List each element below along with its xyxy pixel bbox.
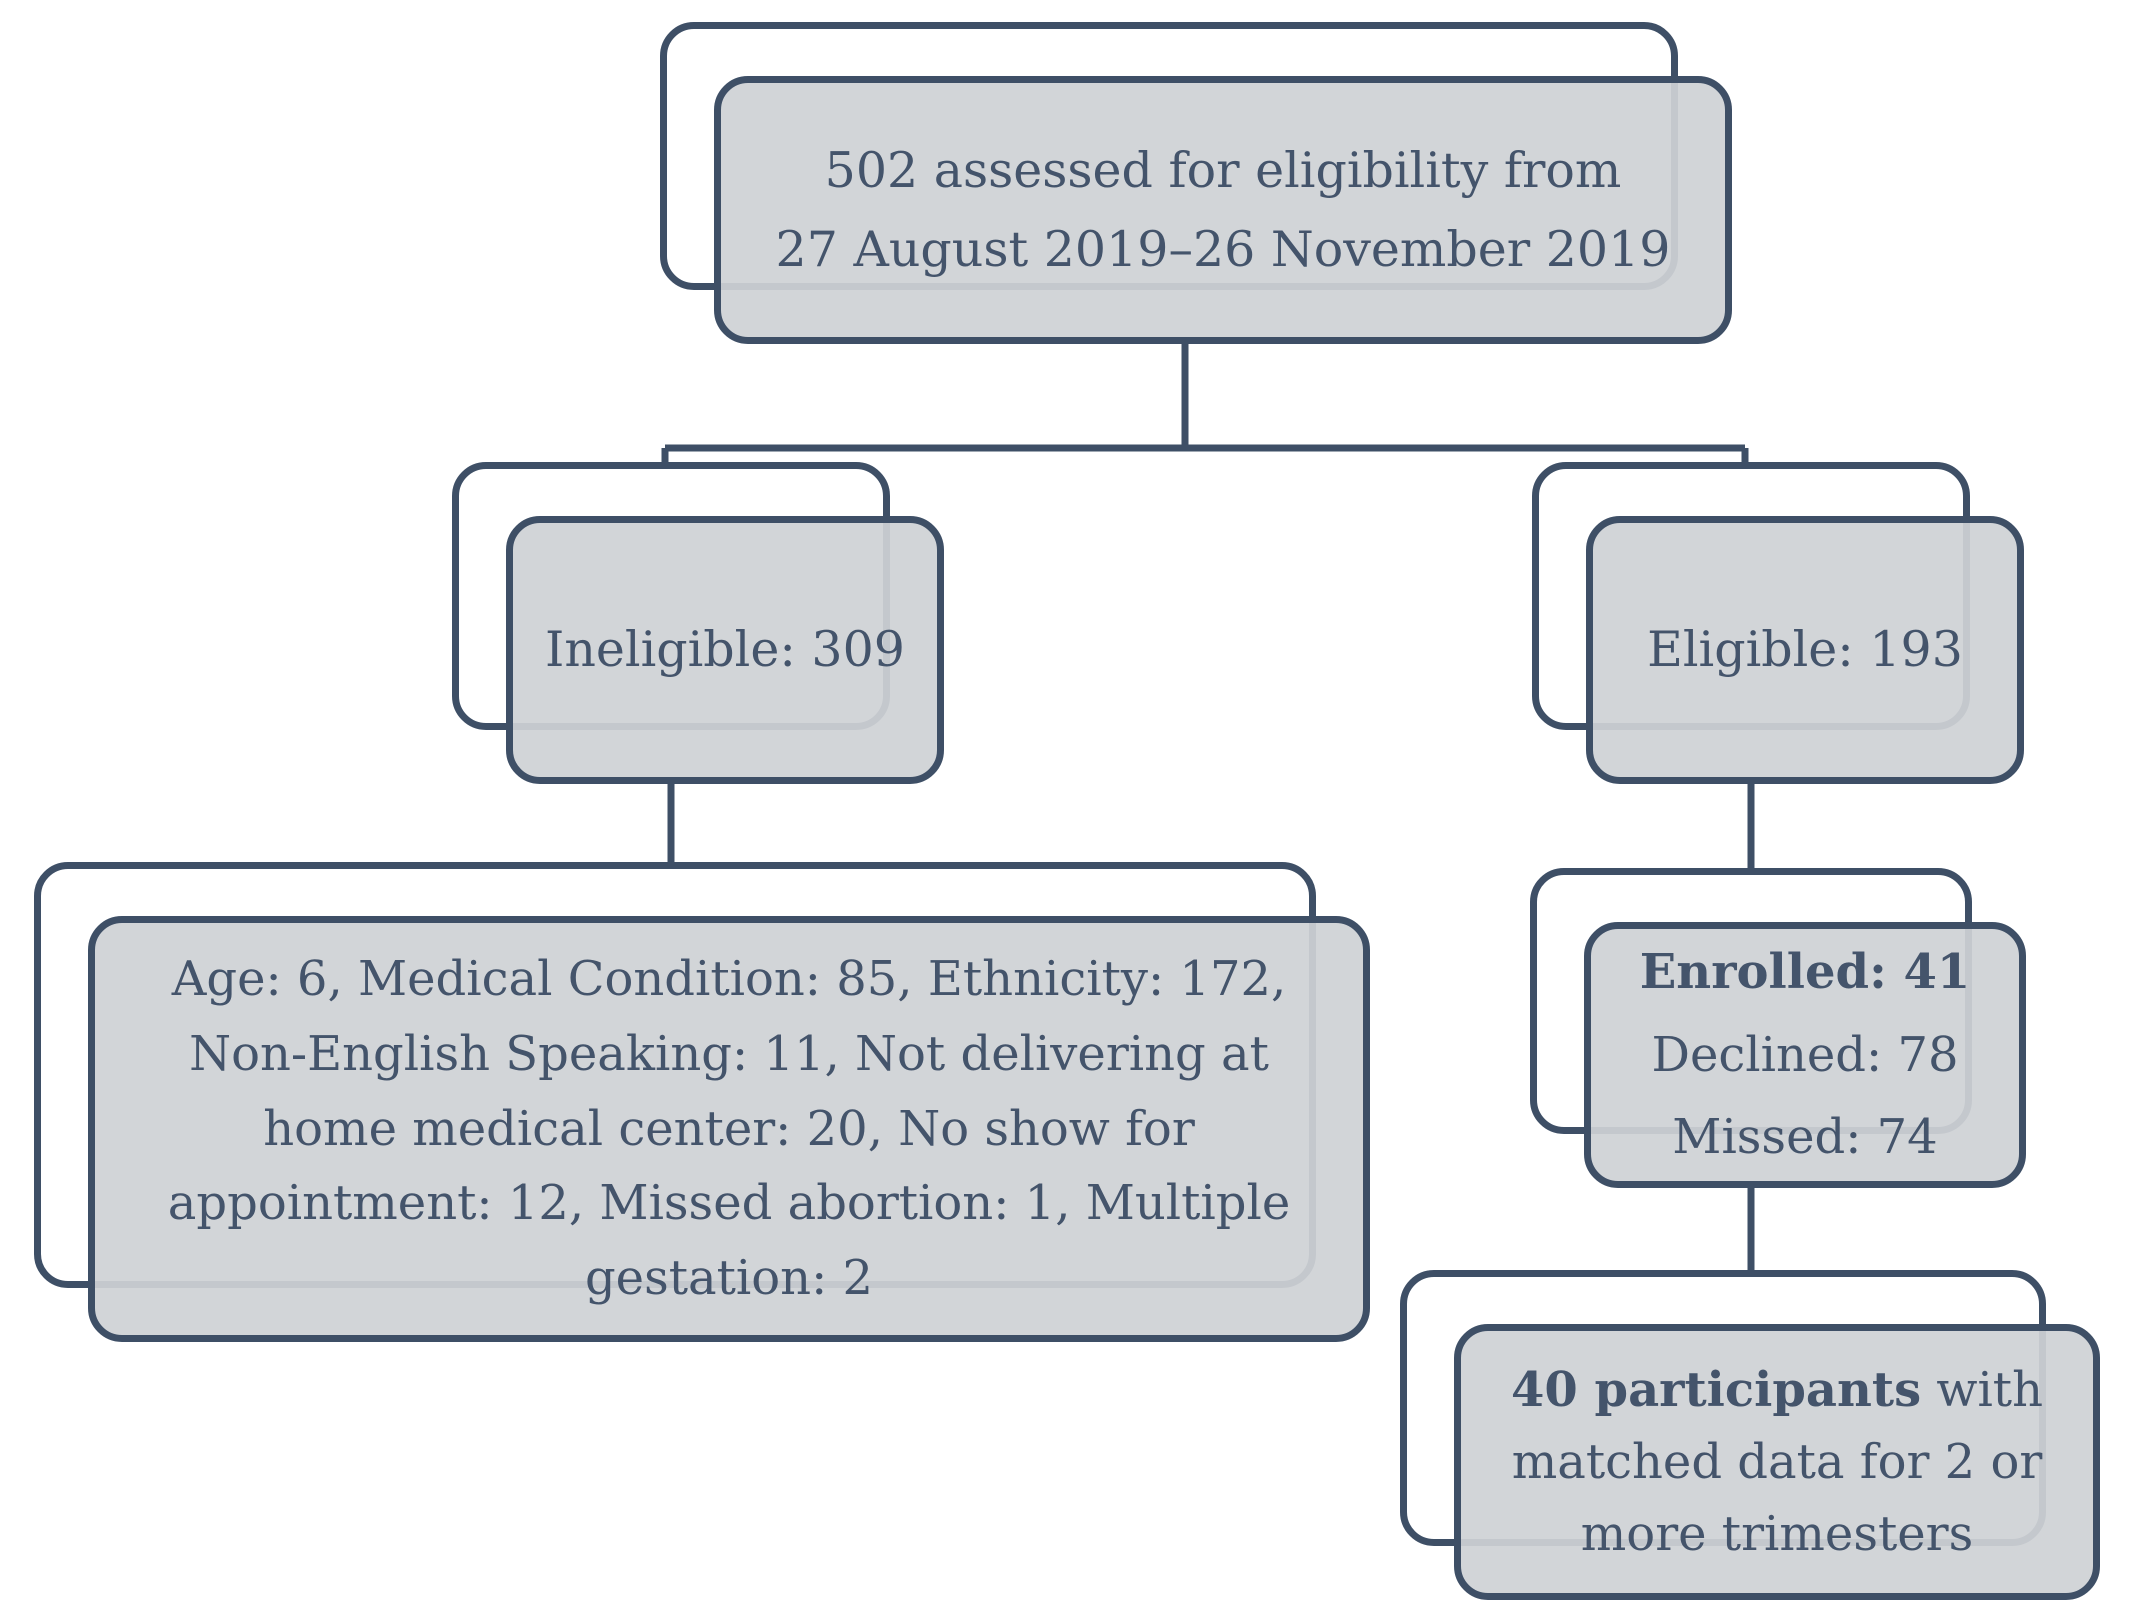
enrollment-enrolled-line: Enrolled: 41	[1611, 931, 1999, 1014]
enrollment-missed-line: Missed: 74	[1672, 1109, 1938, 1166]
node-matched-label: 40 participants with matched data for 2 …	[1461, 1354, 2093, 1570]
node-ineligibility-reasons: Age: 6, Medical Condition: 85, Ethnicity…	[34, 862, 1370, 1342]
node-eligible: Eligible: 193	[1532, 462, 2024, 784]
node-assessed-for-eligibility: 502 assessed for eligibility from 27 Aug…	[660, 22, 1732, 344]
node-enrollment-outcomes: Enrolled: 41 Declined: 78 Missed: 74	[1530, 868, 2026, 1188]
matched-count-text: 40 participants	[1511, 1362, 1922, 1418]
node-reasons-label: Age: 6, Medical Condition: 85, Ethnicity…	[167, 950, 1291, 1307]
node-ineligible-label: Ineligible: 309	[545, 621, 905, 679]
matched-rest-text: with matched data for 2 or more trimeste…	[1511, 1362, 2043, 1562]
node-eligible-label: Eligible: 193	[1647, 621, 1963, 679]
node-front-plate: 40 participants with matched data for 2 …	[1454, 1324, 2100, 1600]
node-front-plate: Enrolled: 41 Declined: 78 Missed: 74	[1584, 922, 2026, 1188]
enrollment-declined-line: Declined: 78	[1651, 1026, 1959, 1083]
node-front-plate: Age: 6, Medical Condition: 85, Ethnicity…	[88, 916, 1370, 1342]
node-front-plate: Ineligible: 309	[506, 516, 944, 784]
assessed-line-1: 502 assessed for eligibility from	[824, 141, 1622, 199]
node-front-plate: 502 assessed for eligibility from 27 Aug…	[714, 76, 1732, 344]
assessed-line-2: 27 August 2019–26 November 2019	[775, 221, 1671, 278]
node-enrollment-label: Enrolled: 41 Declined: 78 Missed: 74	[1591, 931, 2019, 1179]
node-matched-participants: 40 participants with matched data for 2 …	[1400, 1270, 2100, 1600]
node-front-plate: Eligible: 193	[1586, 516, 2024, 784]
enrolled-count-text: Enrolled: 41	[1639, 944, 1971, 1001]
node-assessed-label: 502 assessed for eligibility from 27 Aug…	[721, 131, 1725, 290]
node-ineligible: Ineligible: 309	[452, 462, 944, 784]
